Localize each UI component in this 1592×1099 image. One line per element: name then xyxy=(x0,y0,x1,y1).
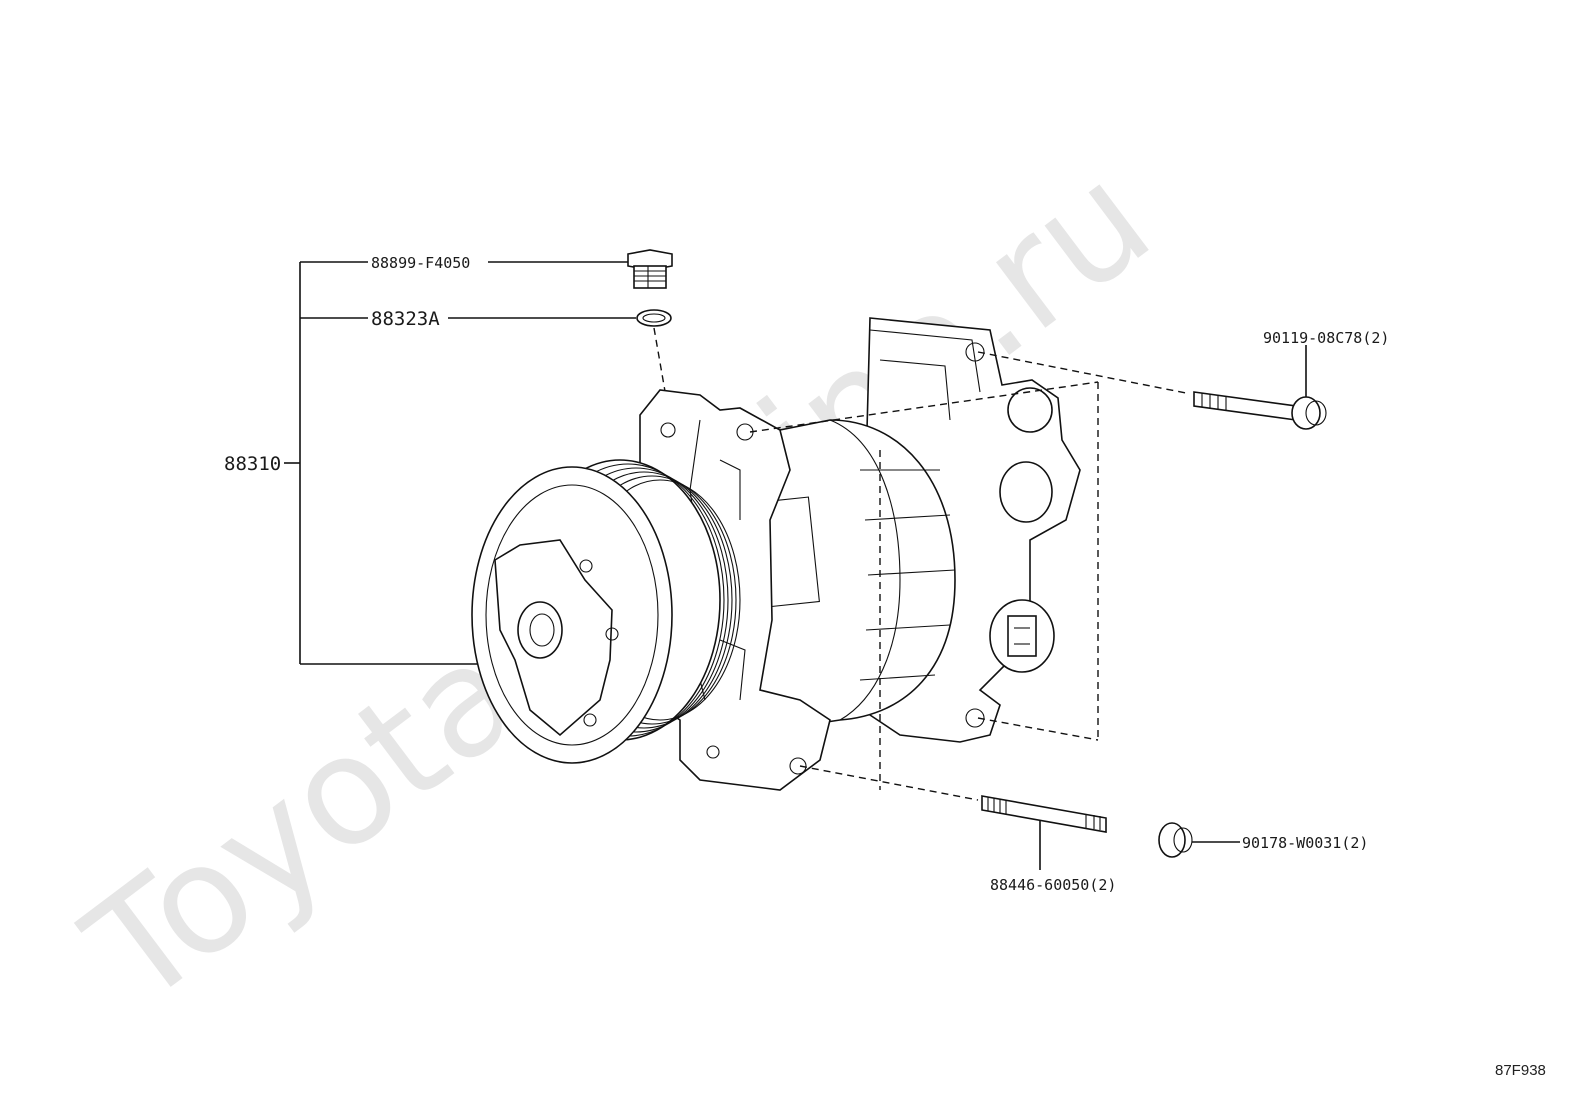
callout-assembly[interactable]: 88310 xyxy=(224,453,281,475)
oil-plug-part[interactable] xyxy=(488,249,673,289)
o-ring-part[interactable] xyxy=(448,309,672,421)
callout-bolt[interactable]: 90119-08C78(2) xyxy=(1263,329,1389,347)
stud-bolt-part[interactable] xyxy=(799,450,1107,870)
mounting-bolt-part[interactable] xyxy=(749,345,1327,741)
callout-plug[interactable]: 88899-F4050 xyxy=(371,254,470,272)
callout-nut[interactable]: 90178-W0031(2) xyxy=(1242,834,1368,852)
assembly-bracket xyxy=(284,261,486,665)
nut-part[interactable] xyxy=(1158,822,1240,858)
callout-o-ring[interactable]: 88323A xyxy=(371,308,440,330)
reference-code: 87F938 xyxy=(1495,1062,1546,1079)
callout-stud[interactable]: 88446-60050(2) xyxy=(990,876,1116,894)
pulley-clutch[interactable] xyxy=(471,459,741,764)
